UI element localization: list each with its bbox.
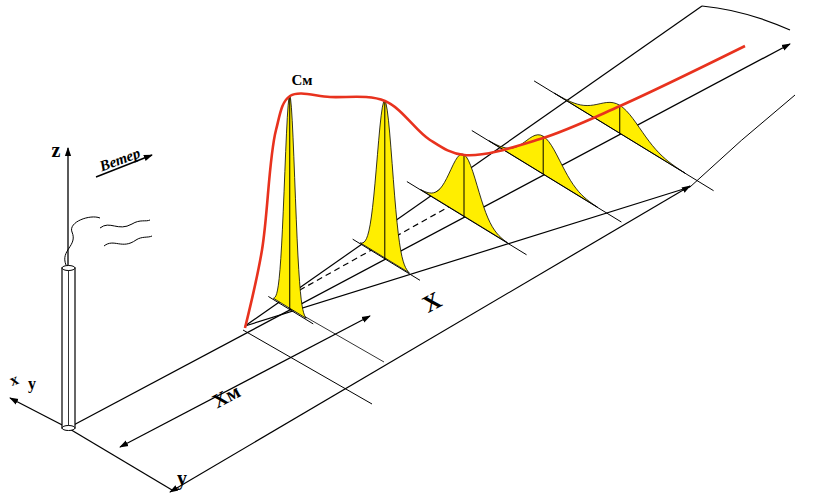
- profile-axis: [384, 101, 385, 259]
- x-axis: [68, 44, 790, 428]
- profile-base: [353, 239, 420, 280]
- dimension-label: X: [419, 287, 446, 316]
- plume-edge: [690, 95, 795, 187]
- profile-axis: [289, 96, 290, 310]
- profile-axis: [464, 155, 465, 217]
- dimension-line: [120, 316, 370, 447]
- y-axis: [68, 428, 172, 490]
- profile-base: [268, 296, 313, 323]
- smoke: [100, 220, 150, 228]
- max-concentration-label: Cм: [291, 73, 312, 88]
- axis-label: y: [28, 376, 36, 392]
- smoke: [104, 236, 152, 246]
- chimney: [68, 270, 69, 426]
- profile-base: [407, 182, 527, 255]
- gaussian-profile: [489, 135, 598, 207]
- chimney: [62, 426, 75, 431]
- axis-label: x: [8, 371, 21, 389]
- curve-group: [245, 46, 745, 328]
- extension-line: [243, 330, 372, 404]
- gaussian-profile: [360, 101, 409, 273]
- smoke: [65, 217, 100, 265]
- y-axis: [10, 398, 68, 428]
- chimney: [62, 266, 75, 271]
- profile-axis: [619, 105, 620, 133]
- profile-base: [534, 81, 714, 191]
- gaussian-profile: [273, 96, 306, 319]
- axis-label: z: [52, 140, 61, 160]
- plume-edge: [245, 6, 702, 326]
- concentration-curve: [245, 46, 745, 328]
- profile-group: [268, 81, 713, 324]
- wind-label: Ветер: [98, 146, 143, 174]
- axis-label: y: [177, 468, 187, 488]
- profile-axis: [543, 136, 544, 174]
- dimension-line: [170, 186, 690, 492]
- chimney: [62, 268, 75, 428]
- profile-base: [472, 131, 622, 223]
- plume-edge: [702, 6, 790, 30]
